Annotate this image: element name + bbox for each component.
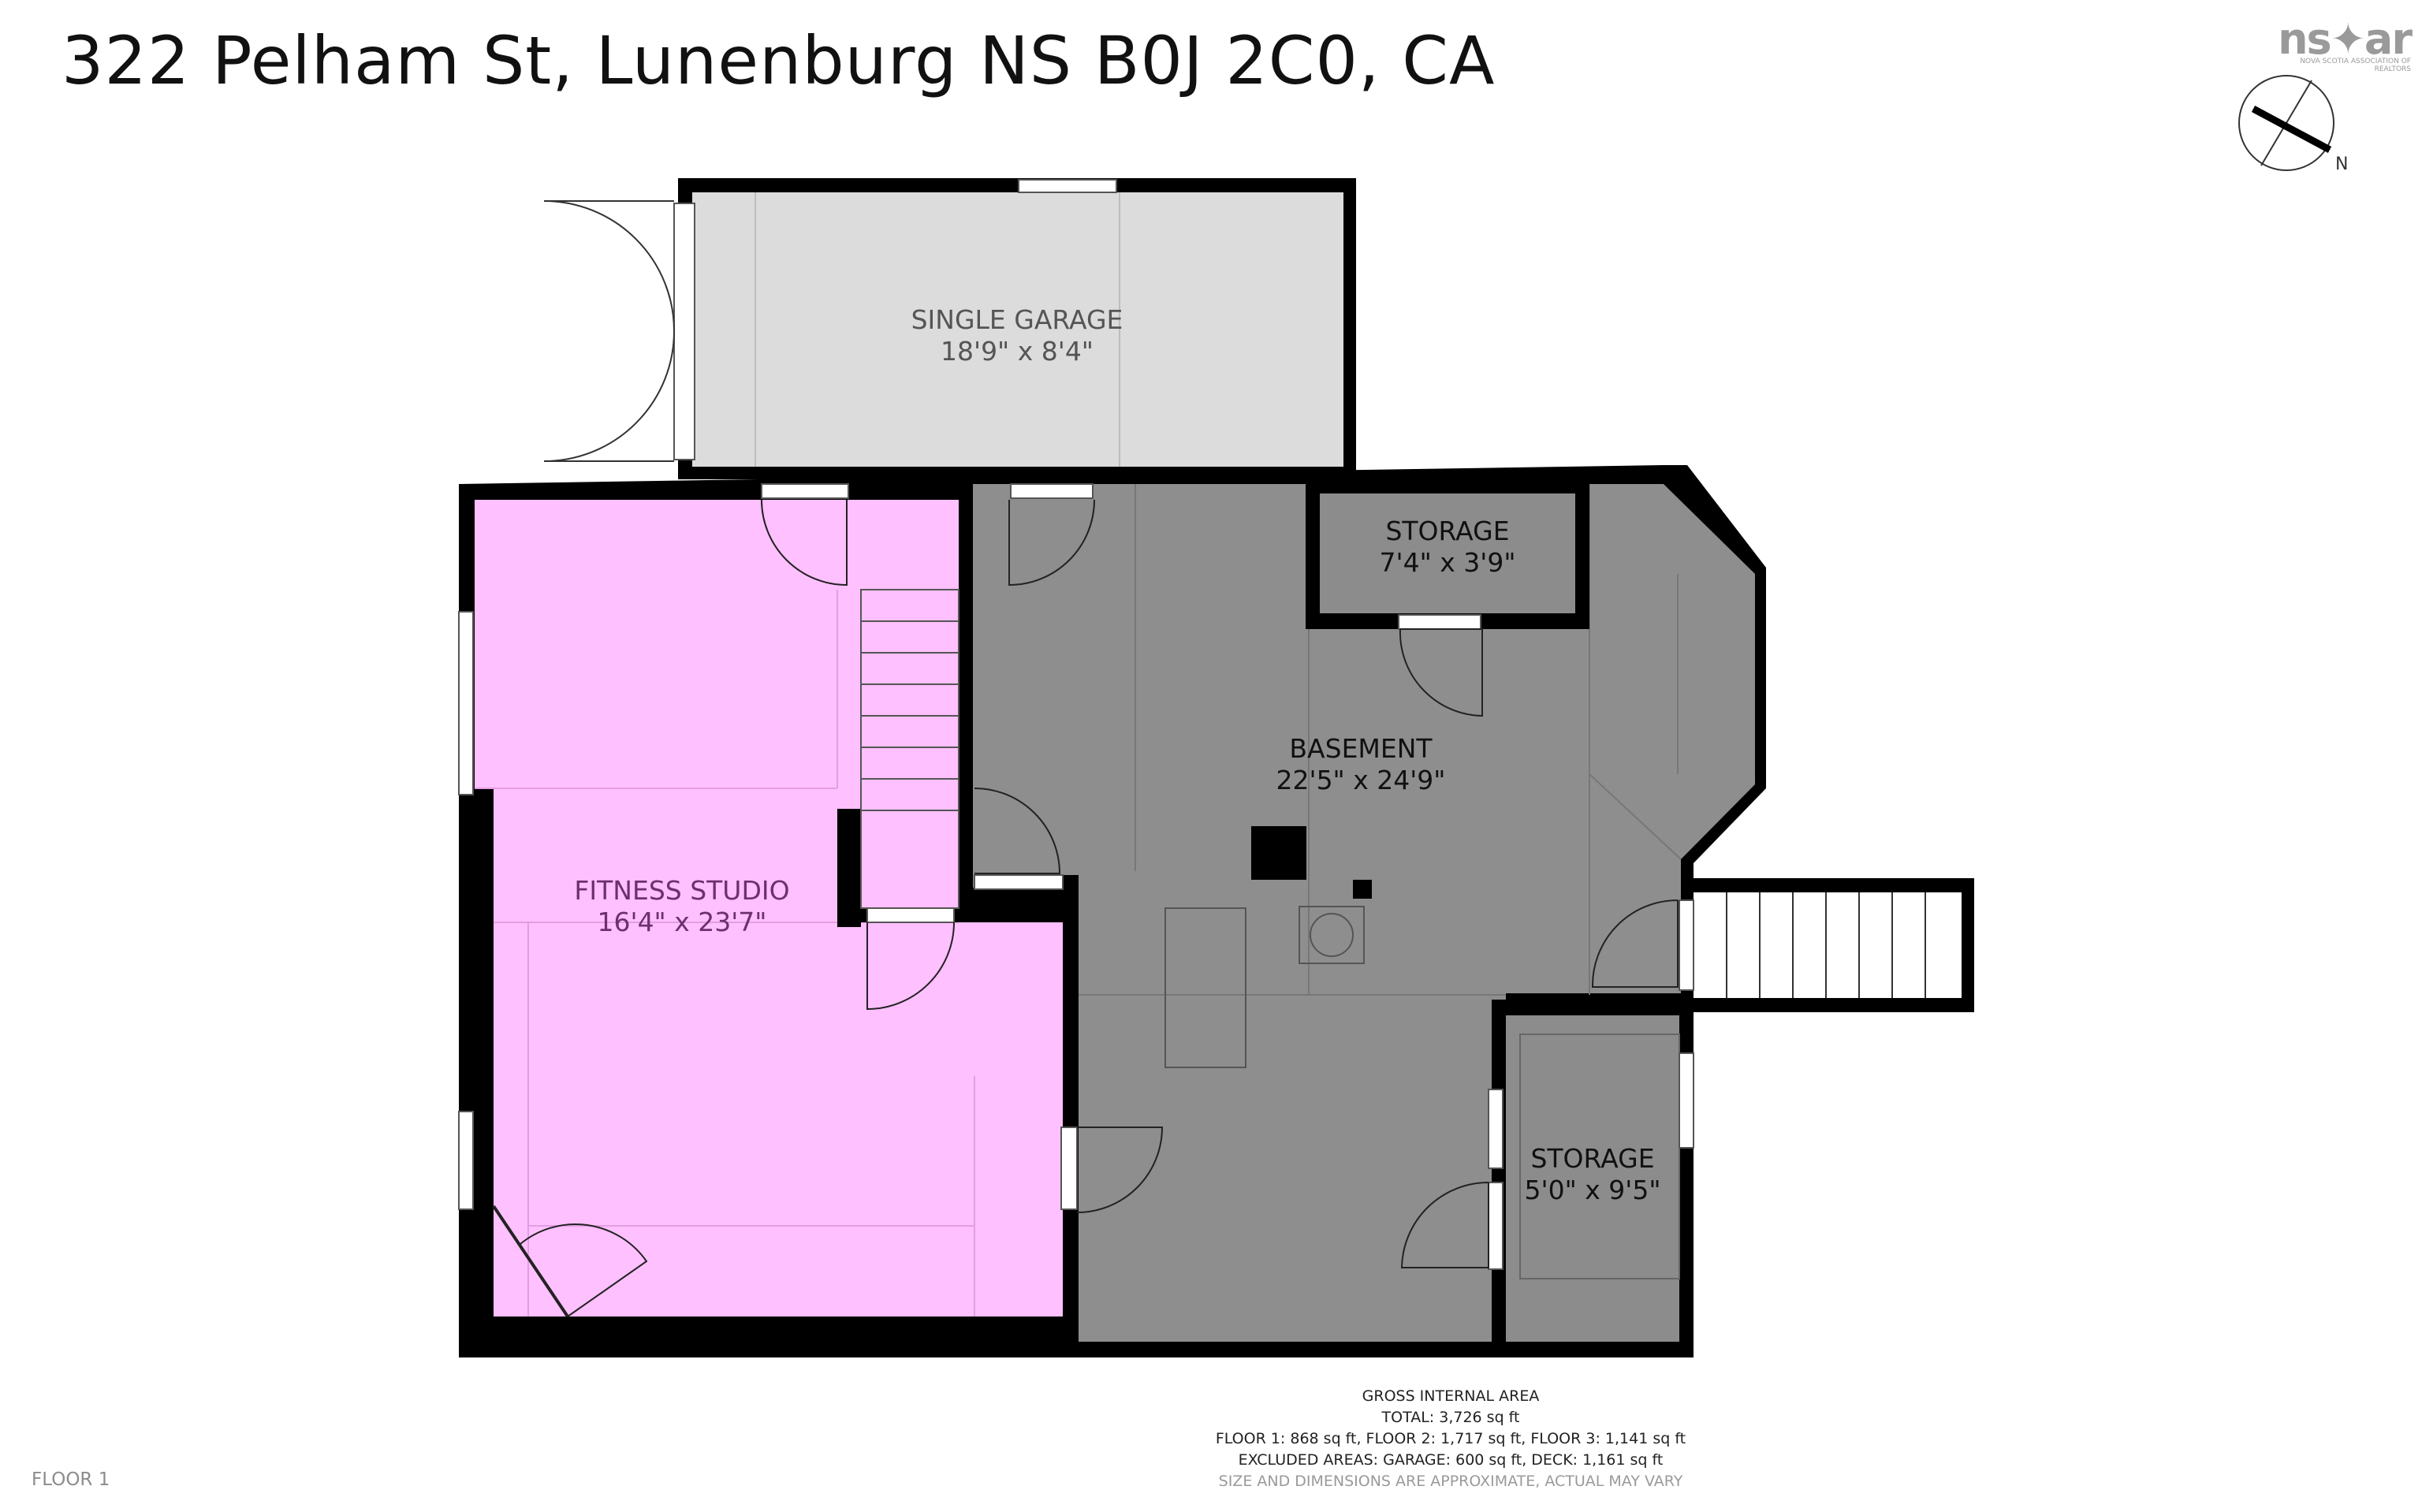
logo-subtitle: NOVA SCOTIA ASSOCIATION OF REALTORS	[2300, 58, 2411, 73]
basement-name: BASEMENT	[1289, 733, 1433, 764]
storage-top-label: STORAGE 7'4" x 3'9"	[1353, 516, 1542, 579]
compass-icon: N	[2238, 75, 2348, 174]
summary-disclaimer: SIZE AND DIMENSIONS ARE APPROXIMATE, ACT…	[1218, 1473, 1683, 1490]
fitness-studio-label: FITNESS STUDIO 16'4" x 23'7"	[536, 875, 828, 938]
storage-bottom-room	[1488, 1000, 1694, 1357]
storage-bottom-label: STORAGE 5'0" x 9'5"	[1506, 1143, 1679, 1206]
compass-north-label: N	[2335, 155, 2348, 174]
summary-heading: GROSS INTERNAL AREA	[1362, 1387, 1540, 1405]
floor-label: FLOOR 1	[32, 1469, 110, 1490]
area-summary: GROSS INTERNAL AREA TOTAL: 3,726 sq ft F…	[899, 1386, 2003, 1492]
garage-name: SINGLE GARAGE	[911, 304, 1123, 335]
basement-label: BASEMENT 22'5" x 24'9"	[1227, 733, 1495, 796]
property-address-title: 322 Pelham St, Lunenburg NS B0J 2C0, CA	[61, 22, 1496, 99]
storage-top-name: STORAGE	[1385, 516, 1510, 546]
summary-excluded: EXCLUDED AREAS: GARAGE: 600 sq ft, DECK:…	[1238, 1451, 1664, 1469]
fitness-studio-name: FITNESS STUDIO	[574, 875, 790, 906]
exterior-stairs	[1681, 878, 1974, 1012]
fitness-studio-dimensions: 16'4" x 23'7"	[597, 907, 767, 937]
door-swing-icons	[492, 499, 1679, 1318]
storage-top-dimensions: 7'4" x 3'9"	[1379, 547, 1516, 578]
interior-stairs	[860, 589, 959, 909]
garage-dimensions: 18'9" x 8'4"	[941, 336, 1094, 367]
storage-bottom-dimensions: 5'0" x 9'5"	[1524, 1175, 1661, 1205]
logo-text: ns✦ar	[2278, 14, 2413, 64]
garage-label: SINGLE GARAGE 18'9" x 8'4"	[859, 304, 1175, 367]
summary-floors: FLOOR 1: 868 sq ft, FLOOR 2: 1,717 sq ft…	[1215, 1430, 1686, 1447]
nsar-logo: ns✦ar NOVA SCOTIA ASSOCIATION OF REALTOR…	[2277, 14, 2413, 73]
storage-bottom-name: STORAGE	[1530, 1143, 1655, 1174]
summary-total: TOTAL: 3,726 sq ft	[1381, 1409, 1520, 1426]
basement-dimensions: 22'5" x 24'9"	[1276, 765, 1446, 795]
garage-room	[673, 178, 1356, 479]
garage-door-icon	[543, 200, 675, 462]
storage-top-room	[1306, 482, 1589, 630]
windows	[458, 483, 1694, 1270]
